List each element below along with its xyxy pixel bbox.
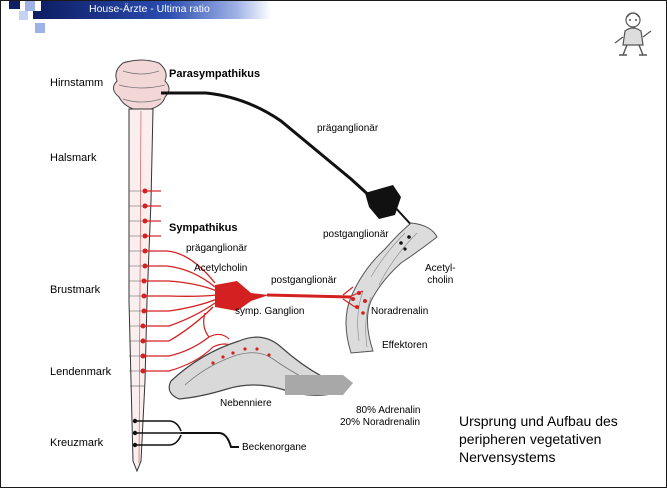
slide-caption: Ursprung und Aufbau des peripheren veget… [459,412,618,466]
label-praeganglionaer-para: präganglionär [317,123,378,135]
label-praeganglionaer-sym: präganglionär [186,243,247,255]
label-effektoren: Effektoren [382,340,427,352]
sympathetic-postganglionic-fiber [267,295,351,297]
effector-tissue [346,223,437,353]
caption-line: Ursprung und Aufbau des [459,412,618,430]
region-label-halsmark: Halsmark [50,152,96,165]
label-postganglionaer-para: postganglionär [323,229,389,241]
region-label-kreuzmark: Kreuzmark [50,437,103,450]
parasympathetic-preganglionic-fiber [161,93,373,199]
parasympathetic-ganglion [365,185,401,219]
label-acetylcholin-para-line2: cholin [427,275,453,286]
label-adrenalin-ratio: 80% Adrenalin [356,405,421,417]
label-beckenorgane: Beckenorgane [242,442,307,454]
label-noradrenalin-ratio: 20% Noradrenalin [340,417,420,429]
region-label-brustmark: Brustmark [50,284,100,297]
label-nebenniere: Nebenniere [220,398,272,410]
label-acetylcholin-sym: Acetylcholin [194,263,247,275]
caption-line: Nervensystems [459,448,618,466]
label-acetylcholin-para-line1: Acetyl- [425,263,456,274]
label-noradrenalin: Noradrenalin [371,306,428,318]
region-label-hirnstamm: Hirnstamm [50,77,103,90]
region-label-lendenmark: Lendenmark [50,366,111,379]
label-symp-ganglion: symp. Ganglion [235,306,304,318]
label-parasympathikus: Parasympathikus [169,68,260,81]
label-postganglionaer-sym: postganglionär [271,275,337,287]
adrenal-output-arrow [285,375,353,395]
label-acetylcholin-para: Acetyl- cholin [425,263,456,287]
caption-line: peripheren vegetativen [459,430,618,448]
label-sympathikus: Sympathikus [169,222,237,235]
